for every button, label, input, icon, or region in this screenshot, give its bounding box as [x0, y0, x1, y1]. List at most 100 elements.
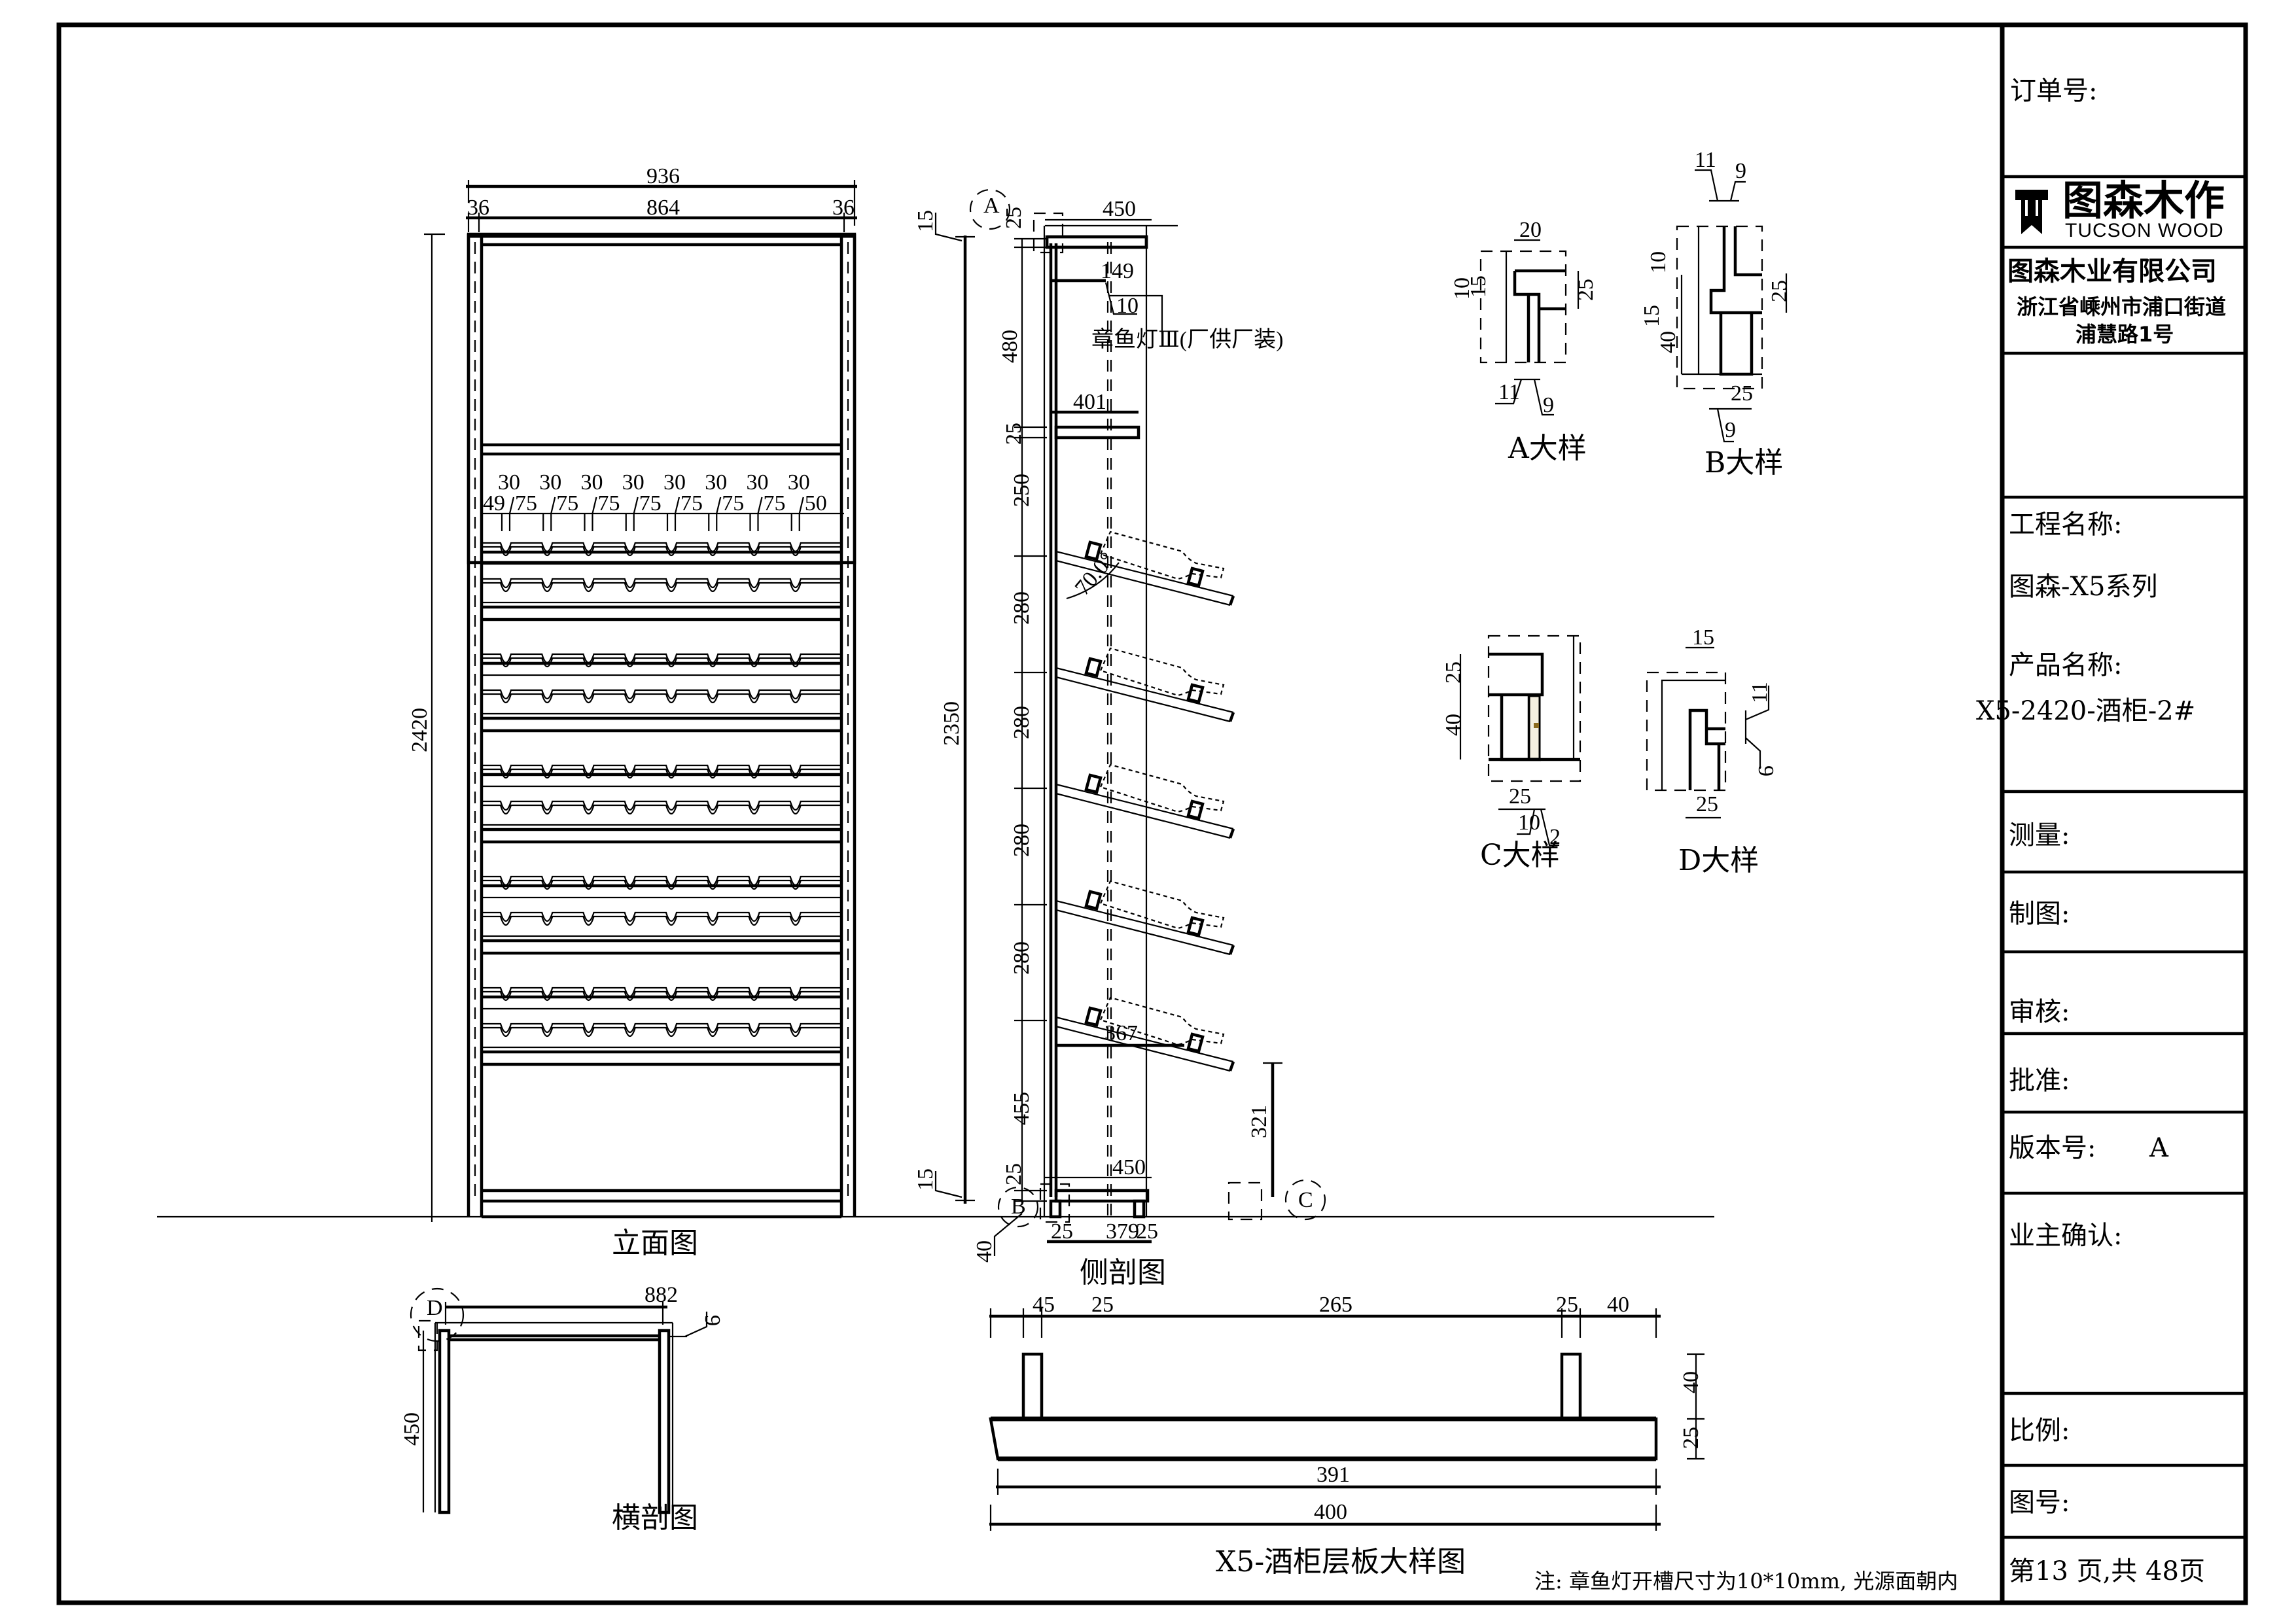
scalloped-rail-inner: [482, 915, 841, 926]
detail-c: 25 40 25 10 2 C大样: [1441, 635, 1581, 872]
rack-row: [482, 653, 841, 676]
dim-groove-spacing: 75: [515, 491, 537, 515]
brand-logo: 图森木作 TUCSON WOOD: [2015, 177, 2225, 241]
dim-c-w2: 10: [1518, 811, 1540, 835]
scalloped-rail: [482, 653, 841, 664]
rack-board-end: [1228, 828, 1235, 839]
order-no-label: 订单号:: [2010, 76, 2097, 106]
wine-bottle-outline: [1099, 531, 1225, 580]
scalloped-rail-inner: [482, 1026, 841, 1038]
logo-mark-icon: [2015, 190, 2048, 234]
dim-a-t2: 15: [1466, 275, 1491, 298]
dim-groove-width: 30: [705, 470, 727, 495]
wine-bottle-outline: [1099, 647, 1225, 697]
scalloped-rail: [482, 764, 841, 775]
rack-row: [482, 800, 841, 844]
angled-rack: [1055, 647, 1235, 723]
scalloped-rail: [482, 542, 841, 553]
dim-a-w: 20: [1519, 218, 1542, 242]
rack-board-top: [1055, 550, 1234, 597]
scalloped-rail-inner: [482, 693, 841, 704]
dim-c-h1: 25: [1441, 661, 1466, 684]
dim-groove-width: 30: [747, 470, 769, 495]
scale-label: 比例:: [2009, 1416, 2070, 1446]
dim-side-total-inner: 2350: [940, 701, 964, 746]
title-block: 订单号: 图森木作 TUCSON WOOD 图森木业有限公司 浙江省嵊州市浦口街…: [1976, 76, 2246, 1586]
side-height-ticks: [1014, 237, 1047, 1202]
dim-groove-width: 30: [788, 470, 810, 495]
rack-rail-back: [1186, 1032, 1205, 1053]
rack-board-bottom: [1055, 792, 1231, 839]
rack-board-bottom: [1055, 559, 1231, 606]
dim-groove-width: 30: [622, 470, 645, 495]
angled-rack: [1055, 996, 1235, 1072]
owner-confirm-label: 业主确认:: [2009, 1221, 2122, 1251]
dim-shelf-board-thk: 25: [1679, 1427, 1703, 1449]
detail-d: 15 11 9 25 D大样: [1646, 625, 1778, 877]
dim-side-top-depth: 450: [1103, 197, 1136, 221]
angled-rack: [1055, 531, 1235, 606]
dim-shelf-bottom-len: 391: [1316, 1463, 1350, 1487]
leader-line: [508, 497, 515, 514]
leader-line: [716, 497, 722, 514]
company-address-line1: 浙江省嵊州市浦口街道: [2017, 294, 2226, 319]
project-name-value: 图森-X5系列: [2009, 572, 2157, 602]
leader-line: [592, 497, 597, 514]
rack-board-top: [1055, 667, 1234, 714]
product-name-value: X5-2420-酒柜-2#: [1976, 696, 2195, 726]
rack-rail-front: [1084, 1006, 1103, 1027]
detail-d-title: D大样: [1678, 844, 1759, 877]
dim-elev-overall-height: 2420: [408, 708, 432, 752]
leader-line: [798, 497, 804, 514]
dim-d-w: 15: [1692, 625, 1714, 650]
dim-d-s2: 9: [1754, 765, 1778, 777]
dim-groove-width: 30: [498, 470, 520, 495]
wine-rack-rows: [482, 542, 841, 1066]
rack-board-top: [1055, 783, 1234, 830]
callout-d: D: [427, 1296, 443, 1320]
dim-elev-inner-width: 864: [646, 196, 680, 220]
dim-side-height-0: 250: [1010, 474, 1034, 507]
rack-rail-front: [1084, 657, 1103, 678]
dim-side-top-thk: 25: [1002, 207, 1026, 229]
rack-board-bottom: [1055, 676, 1231, 723]
rack-row: [482, 1022, 841, 1066]
dim-groove-width: 30: [663, 470, 686, 495]
scalloped-rail: [482, 689, 841, 700]
approver-label: 批准:: [2009, 1066, 2070, 1096]
plan-section-view: D 882 9 450 横剖图: [400, 1283, 724, 1535]
angled-rack: [1055, 763, 1235, 839]
dim-side-foot-gap: 379: [1106, 1219, 1139, 1244]
dim-groove-spacing: 49: [483, 491, 505, 515]
dim-groove-spacing: 50: [805, 491, 827, 515]
dim-groove-spacing: 75: [598, 491, 620, 515]
dim-b-t2: 9: [1735, 159, 1746, 183]
dim-shelf-seg-4: 40: [1607, 1293, 1629, 1317]
dim-groove-spacing: 75: [722, 491, 744, 515]
dim-c-h2: 40: [1441, 714, 1466, 736]
dim-side-light-slot: 10: [1116, 294, 1139, 318]
reviewer-label: 审核:: [2009, 997, 2070, 1027]
product-name-label: 产品名称:: [2009, 650, 2122, 680]
sheet-border: [56, 22, 2248, 1605]
rack-row: [482, 911, 841, 955]
scalloped-rail: [482, 986, 841, 998]
dim-plan-side-gap: 9: [700, 1315, 724, 1326]
dim-shelf-seg-1: 25: [1091, 1293, 1114, 1317]
dim-shelf-seg-3: 25: [1556, 1293, 1578, 1317]
dim-c-w1: 25: [1509, 784, 1531, 809]
dim-groove-spacing: 75: [764, 491, 786, 515]
scalloped-rail: [482, 800, 841, 811]
dim-shelf-seg-2: 265: [1319, 1293, 1352, 1317]
dim-elev-overall-width: 936: [646, 164, 680, 188]
rack-board-top: [1055, 899, 1234, 947]
callout-c: C: [1298, 1188, 1313, 1212]
scalloped-rail: [482, 875, 841, 886]
leader-line: [674, 497, 680, 514]
dim-b-s2: 15: [1640, 305, 1664, 327]
dim-shelf-total-len: 400: [1314, 1500, 1347, 1524]
dim-b-b2: 25: [1731, 381, 1753, 406]
dim-shelf-rail-height: 40: [1679, 1371, 1703, 1393]
